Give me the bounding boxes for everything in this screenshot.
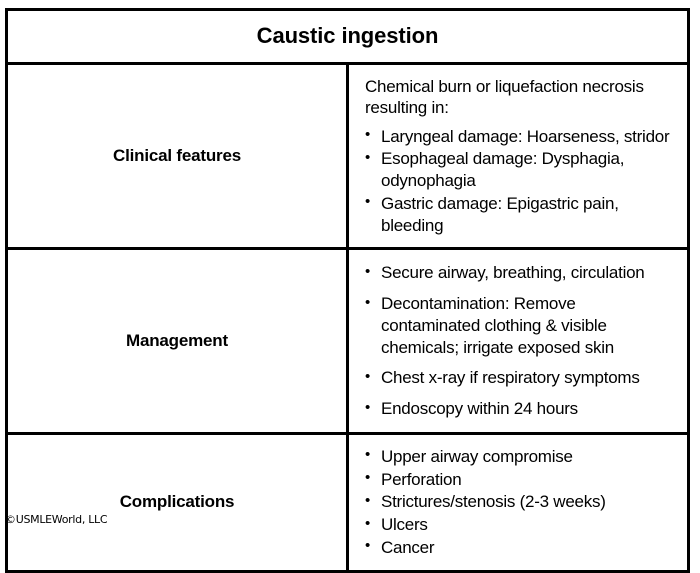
table-title-cell: Caustic ingestion: [8, 11, 687, 65]
list-item: Upper airway compromise: [365, 445, 679, 468]
page-title: Caustic ingestion: [256, 23, 439, 48]
list-item: Gastric damage: Epigastric pain, bleedin…: [365, 192, 679, 237]
row-label-complications: Complications: [8, 431, 349, 570]
list-item: Strictures/stenosis (2-3 weeks): [365, 491, 679, 513]
clinical-features-bullet-list: Laryngeal damage: Hoarseness, stridor Es…: [365, 125, 679, 237]
list-item: Laryngeal damage: Hoarseness, stridor: [365, 125, 679, 148]
complications-bullet-list: Upper airway compromise Perforation Stri…: [365, 445, 679, 559]
list-item: Ulcers: [365, 514, 679, 536]
row-label-clinical-features: Clinical features: [8, 61, 349, 249]
table-row: Complications Upper airway compromise Pe…: [8, 431, 687, 570]
row-label-text: Complications: [119, 491, 235, 511]
copyright-notice: ©USMLEWorld, LLC: [5, 513, 108, 526]
table-row: Clinical features Chemical burn or lique…: [8, 61, 687, 249]
row-content-management: Secure airway, breathing, circulation De…: [347, 247, 687, 434]
row-content-clinical-features: Chemical burn or liquefaction necrosis r…: [347, 61, 687, 249]
table-title-row: Caustic ingestion: [8, 11, 687, 65]
row-label-management: Management: [8, 247, 349, 434]
row-label-text: Management: [126, 330, 228, 350]
row-label-text: Clinical features: [113, 145, 241, 165]
list-item: Perforation: [365, 468, 679, 491]
list-item: Secure airway, breathing, circulation: [365, 262, 679, 284]
reference-table-sheet: Caustic ingestion Clinical features Chem…: [0, 0, 700, 534]
caustic-ingestion-table: Caustic ingestion Clinical features Chem…: [5, 8, 690, 573]
clinical-features-intro: Chemical burn or liquefaction necrosis r…: [365, 77, 644, 118]
row-content-complications: Upper airway compromise Perforation Stri…: [347, 431, 687, 570]
management-bullet-list: Secure airway, breathing, circulation De…: [365, 262, 679, 420]
list-item: Cancer: [365, 536, 679, 559]
list-item: Esophageal damage: Dysphagia, odynophagi…: [365, 148, 679, 192]
table-row: Management Secure airway, breathing, cir…: [8, 247, 687, 434]
list-item: Decontamination: Remove contaminated clo…: [365, 292, 679, 358]
list-item: Endoscopy within 24 hours: [365, 398, 679, 420]
list-item: Chest x-ray if respiratory symptoms: [365, 367, 679, 389]
